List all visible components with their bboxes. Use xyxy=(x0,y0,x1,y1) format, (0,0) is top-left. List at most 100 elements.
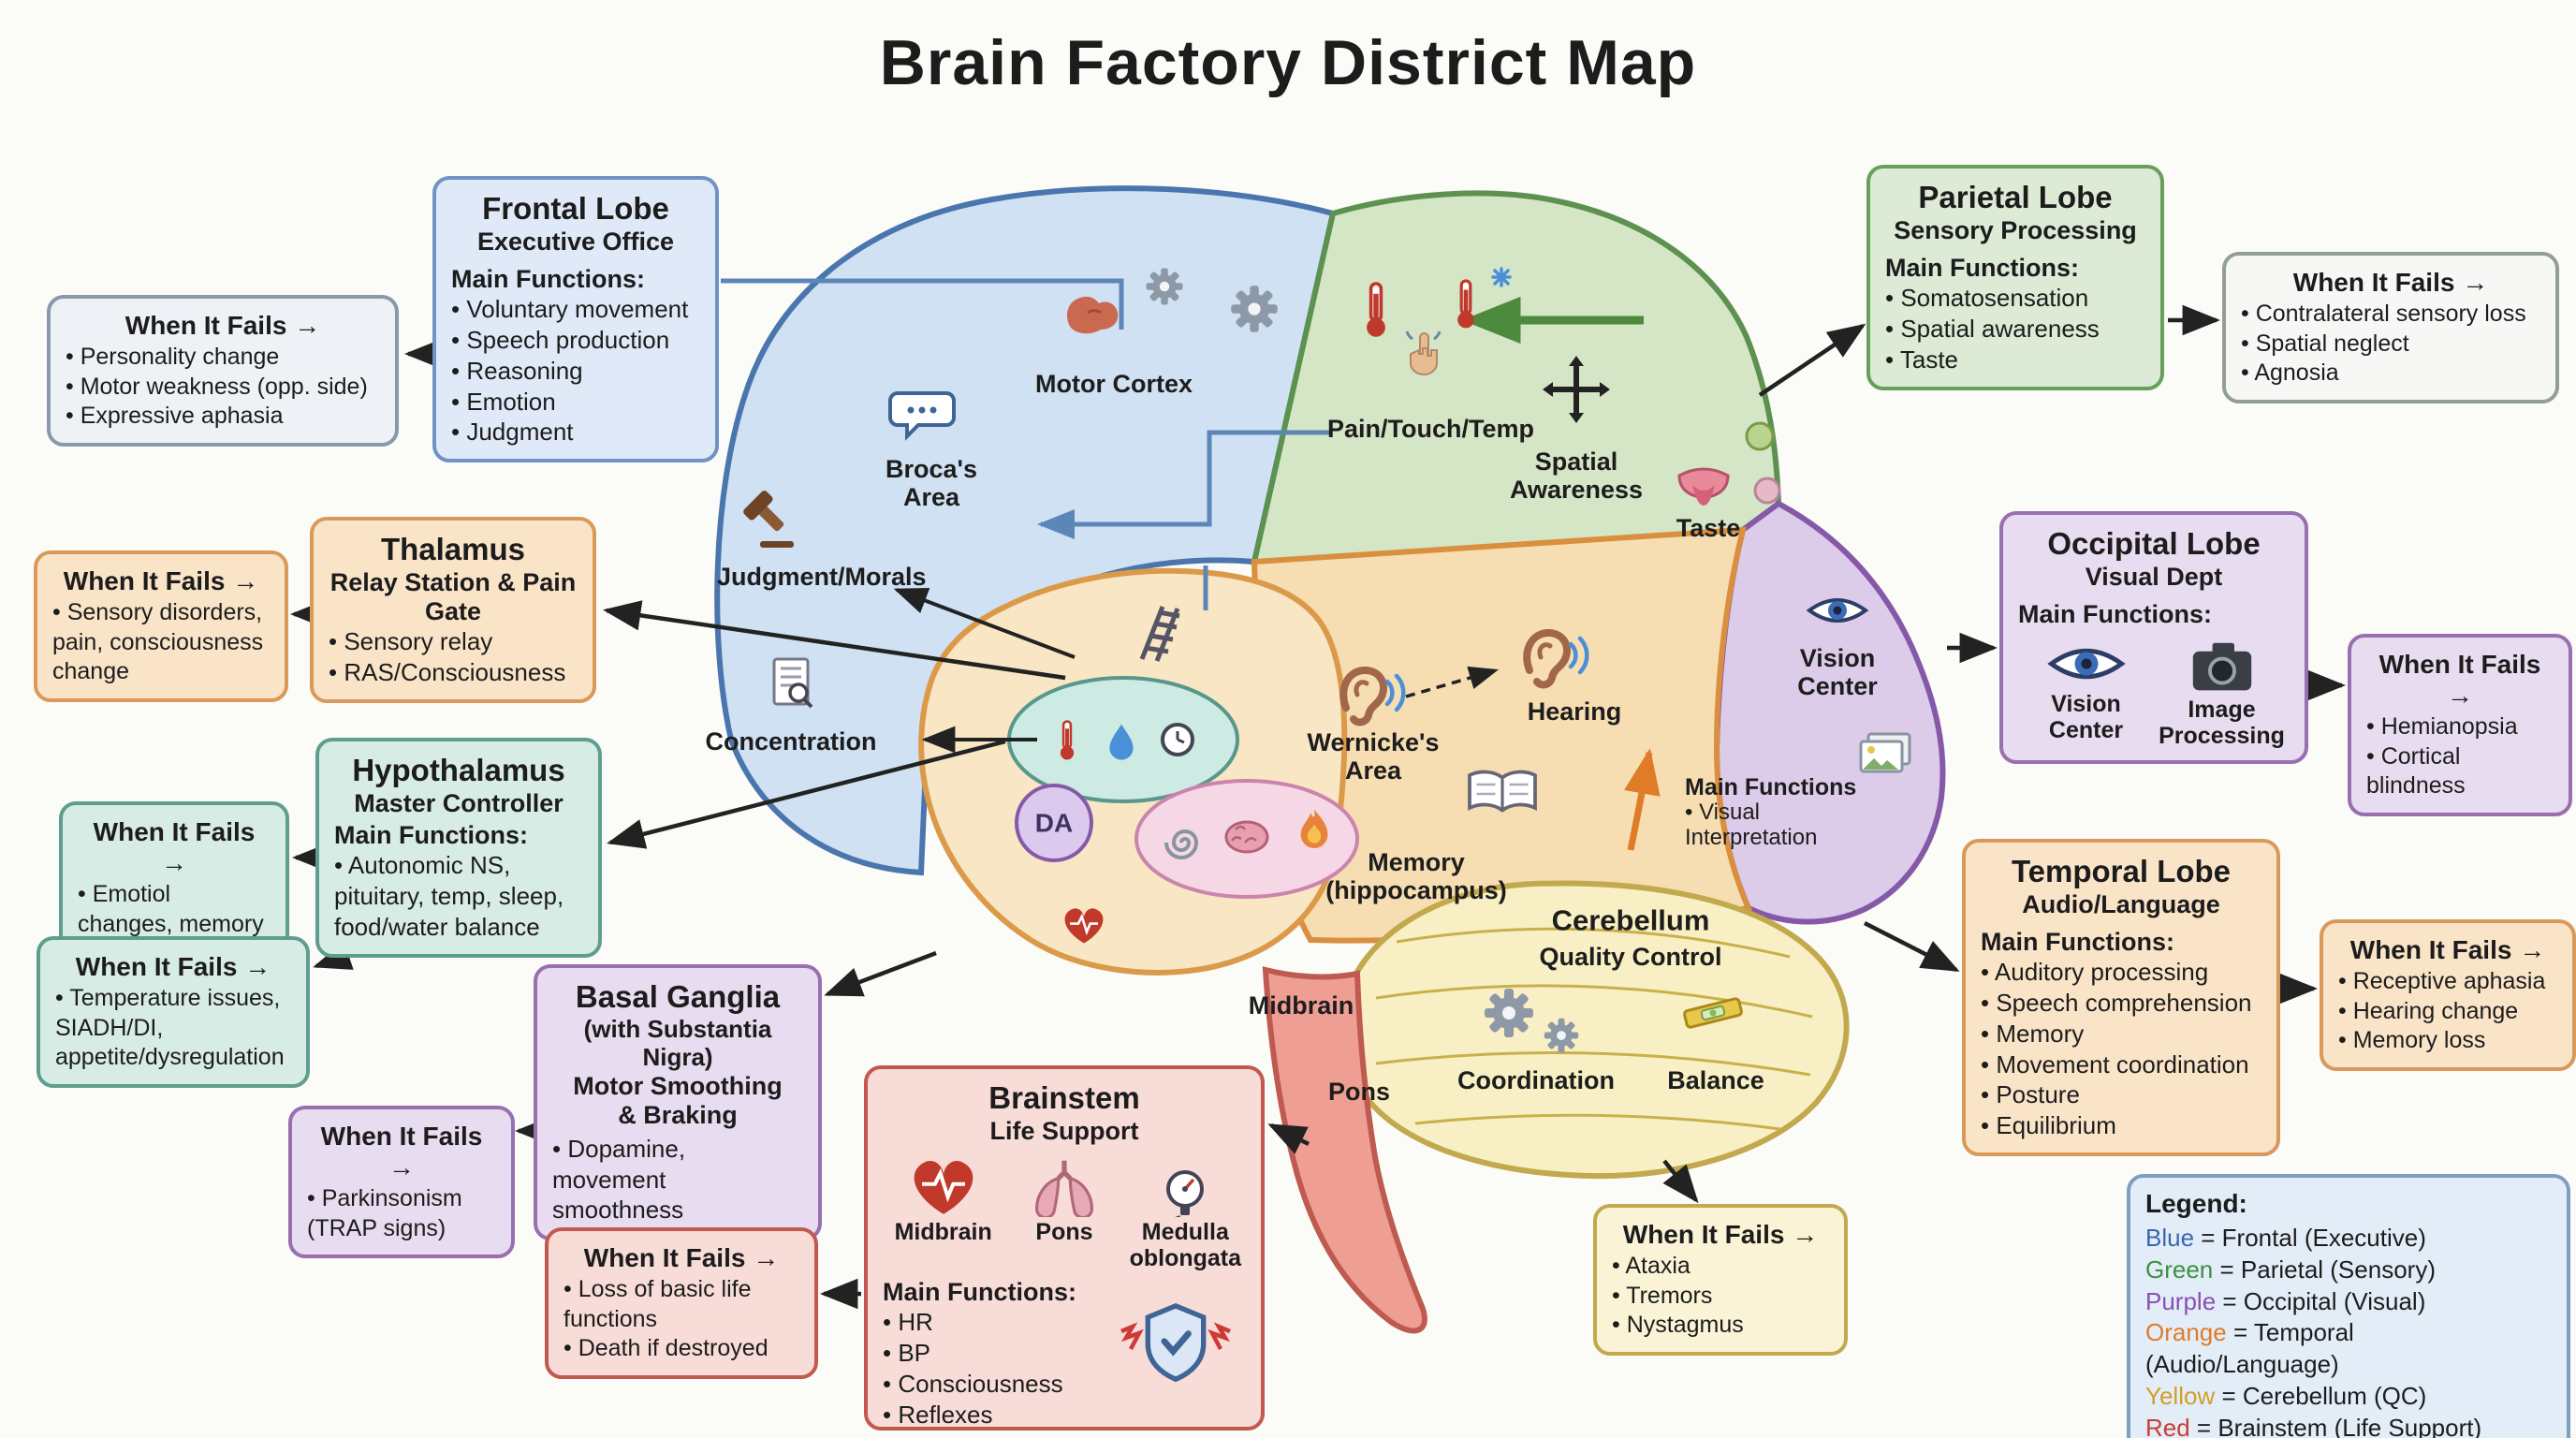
frontal-wiring xyxy=(721,278,1329,610)
box-subtitle: Sensory Processing xyxy=(1894,215,2137,244)
legend-entry-text: = Cerebellum (QC) xyxy=(2215,1381,2427,1410)
label-spatial-awareness: Spatial Awareness xyxy=(1509,447,1644,504)
fails-title: When It Fails → xyxy=(63,566,259,595)
fails-item: • Motor weakness (opp. side) xyxy=(66,373,368,400)
label-balance: Balance xyxy=(1667,1065,1764,1094)
label-judgment-morals: Judgment/Morals xyxy=(717,562,927,591)
thermometer-icon xyxy=(1367,284,1385,337)
fails-item: • Memory loss xyxy=(2338,1027,2486,1054)
function-item: • Spatial awareness xyxy=(1885,315,2100,344)
legend-entry-text: = Temporal (Audio/Language) xyxy=(2145,1318,2354,1379)
legend-title: Legend: xyxy=(2145,1189,2247,1218)
hypothalamus-fails-box-2: When It Fails → • Temperature issues, SI… xyxy=(37,936,310,1088)
function-item: • Auditory processing xyxy=(1981,958,2209,987)
label-wernickes-area: Wernicke's Area xyxy=(1307,727,1440,785)
function-item: • Taste xyxy=(1885,345,1958,374)
vision-functions-title: Main Functions xyxy=(1685,774,1857,801)
fails-item: • Hemianopsia xyxy=(2366,713,2518,741)
frontal-fails-box: When It Fails → • Personality change • M… xyxy=(47,295,399,447)
icon-label: Midbrain xyxy=(894,1218,992,1245)
temporal-lobe-box: Temporal Lobe Audio/Language Main Functi… xyxy=(1962,839,2280,1156)
label-brocas-area: Broca's Area xyxy=(886,454,977,511)
eye-icon xyxy=(2046,638,2127,689)
page-title: Brain Factory District Map xyxy=(879,27,1697,98)
legend: Legend: Blue = Frontal (Executive) Green… xyxy=(2127,1174,2570,1438)
region-parietal-lobe xyxy=(1251,190,1782,565)
legend-entry: Orange = Temporal (Audio/Language) xyxy=(2145,1317,2552,1381)
label-dopamine: DA xyxy=(1034,808,1074,838)
vision-center-cell: Vision Center xyxy=(2025,638,2148,743)
legend-entry: Red = Brainstem (Life Support) xyxy=(2145,1413,2552,1438)
gear-icon xyxy=(1544,1018,1579,1053)
fails-title: When It Fails → xyxy=(2292,268,2489,297)
occipital-fails-box: When It Fails → • Hemianopsia • Cortical… xyxy=(2348,634,2572,816)
label-memory: Memory (hippocampus) xyxy=(1325,847,1507,904)
touch-hand-icon xyxy=(1405,330,1442,376)
label-cerebellum-subtitle: Quality Control xyxy=(1539,942,1722,971)
eye-icon xyxy=(1808,598,1867,623)
fails-item: • Loss of basic life functions xyxy=(564,1276,752,1332)
box-title: Thalamus xyxy=(380,532,526,566)
function-item: • Reflexes xyxy=(883,1400,993,1429)
box-subtitle: Relay Station & Pain Gate xyxy=(329,567,577,625)
fails-item: • Expressive aphasia xyxy=(66,403,284,430)
function-item: • BP xyxy=(883,1339,931,1368)
medulla-cell: Medulla oblongata xyxy=(1125,1155,1246,1271)
fails-item: • Parkinsonism (TRAP signs) xyxy=(307,1185,462,1241)
legend-entry: Blue = Frontal (Executive) xyxy=(2145,1223,2552,1255)
internal-arrows xyxy=(893,588,1076,754)
icon-label: Medulla oblongata xyxy=(1129,1218,1242,1271)
basal-ganglia-fails-box: When It Fails → • Parkinsonism (TRAP sig… xyxy=(288,1106,515,1259)
fails-item: • Receptive aphasia xyxy=(2338,968,2546,995)
fails-item: • Nystagmus xyxy=(1612,1312,1744,1339)
functions-label: Main Functions: xyxy=(1885,253,2079,282)
pons-cell: Pons xyxy=(1003,1155,1124,1245)
connector-arrows xyxy=(289,304,2347,1310)
function-item: • Emotion xyxy=(451,387,556,416)
function-item: • Speech comprehension xyxy=(1981,989,2252,1018)
thalamus-box: Thalamus Relay Station & Pain Gate • Sen… xyxy=(310,517,596,703)
fails-item: • Agnosia xyxy=(2241,360,2339,387)
function-item: • Voluntary movement xyxy=(451,295,689,324)
legend-color-word: Blue xyxy=(2145,1224,2195,1252)
function-item: • Equilibrium xyxy=(1981,1111,2116,1140)
box-subtitle: Master Controller xyxy=(354,788,564,817)
fails-title: When It Fails → xyxy=(2378,650,2541,711)
label-hearing: Hearing xyxy=(1527,697,1622,726)
region-dopamine xyxy=(1015,784,1093,862)
vision-functions-item: • Visual Interpretation xyxy=(1685,800,1818,850)
memory-book-icon xyxy=(1468,770,1537,813)
legend-entry: Green = Parietal (Sensory) xyxy=(2145,1255,2552,1286)
function-item: • Reasoning xyxy=(451,356,583,385)
parietal-lobe-box: Parietal Lobe Sensory Processing Main Fu… xyxy=(1866,165,2164,390)
brainstem-icon-row: Midbrain Pons Medulla oblongata xyxy=(883,1155,1246,1271)
label-pain-touch-temp: Pain/Touch/Temp xyxy=(1327,414,1535,443)
gear-icon xyxy=(1146,268,1183,305)
label-coordination: Coordination xyxy=(1457,1065,1615,1094)
fails-item: • Hearing change xyxy=(2338,997,2519,1024)
box-subtitle: & Braking xyxy=(618,1100,738,1129)
legend-entry-text: = Occipital (Visual) xyxy=(2216,1286,2426,1315)
hypothalamus-box: Hypothalamus Master Controller Main Func… xyxy=(315,738,602,958)
fails-item: • Sensory disorders, pain, consciousness… xyxy=(52,599,264,685)
fails-item: • Cortical blindness xyxy=(2366,742,2466,800)
fails-item: • Contralateral sensory loss xyxy=(2241,301,2526,328)
cerebellum-fails-box: When It Fails → • Ataxia • Tremors • Nys… xyxy=(1593,1204,1848,1356)
legend-entry-text: = Brainstem (Life Support) xyxy=(2189,1413,2482,1438)
box-title: Basal Ganglia xyxy=(575,979,781,1014)
mini-brain-icon xyxy=(1224,820,1269,854)
box-title: Hypothalamus xyxy=(352,753,565,787)
shield-icon xyxy=(1120,1292,1231,1404)
fails-title: When It Fails → xyxy=(320,1122,483,1182)
function-item: • Sensory relay xyxy=(329,627,493,656)
function-item: • Dopamine, movement smoothness xyxy=(552,1134,686,1225)
bp-monitor-icon xyxy=(1166,1169,1205,1217)
box-subtitle: (with Substantia Nigra) xyxy=(583,1014,772,1071)
memory-arrow xyxy=(1624,748,1661,851)
fails-item: • Tremors xyxy=(1612,1282,1713,1309)
functions-label: Main Functions: xyxy=(2018,599,2212,628)
box-subtitle: Motor Smoothing xyxy=(573,1071,783,1100)
basal-ganglia-box: Basal Ganglia (with Substantia Nigra) Mo… xyxy=(534,964,822,1241)
fails-item: • Spatial neglect xyxy=(2241,330,2409,357)
